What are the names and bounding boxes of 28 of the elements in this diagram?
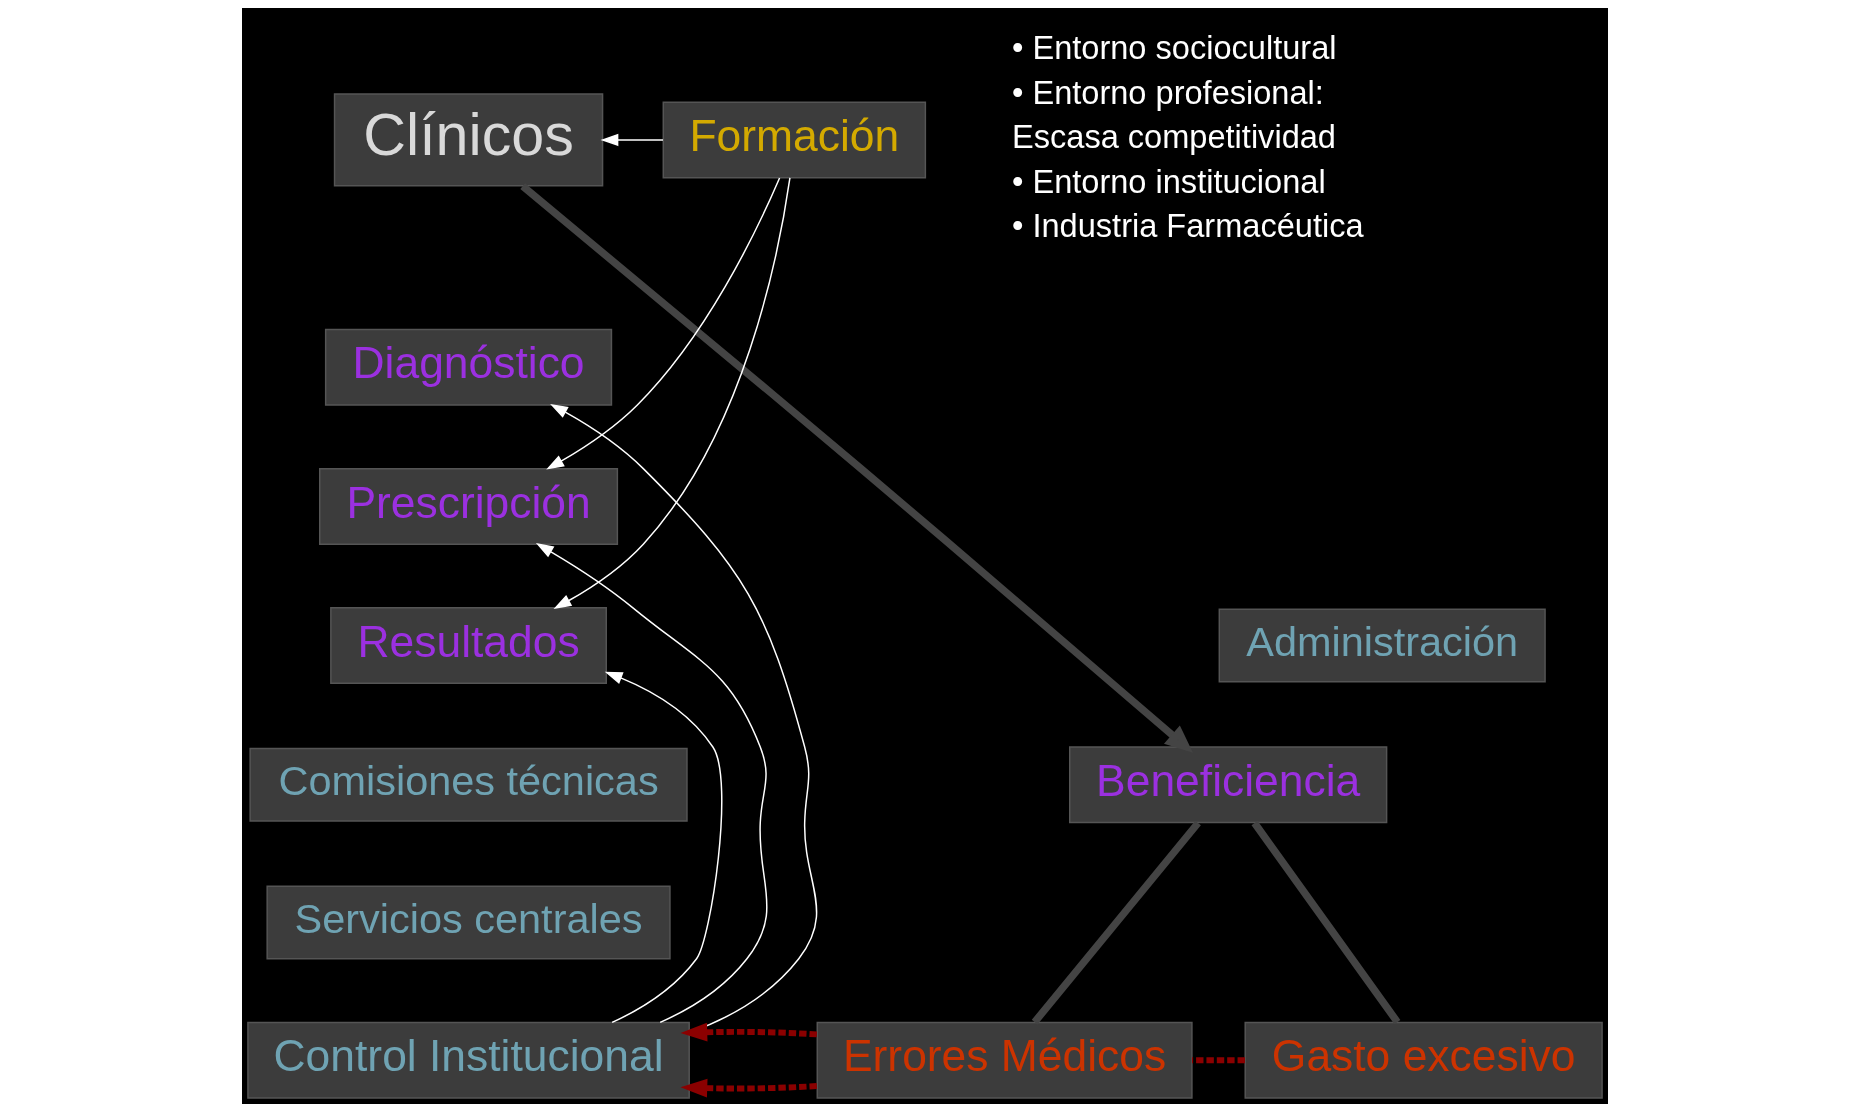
arrow (519, 183, 1193, 753)
arrow (553, 177, 791, 609)
connector (1031, 820, 1201, 1025)
node-box: Control Institucional (246, 1021, 690, 1099)
arrow (600, 133, 664, 147)
label: • Entorno institucional (1011, 163, 1326, 200)
node-box: Prescripción (318, 467, 618, 545)
arrow (535, 543, 768, 1024)
label: • Entorno sociocultural (1011, 30, 1337, 67)
node-box: Formación (662, 101, 926, 179)
arrow (680, 1078, 817, 1098)
connector (1191, 1057, 1245, 1064)
node-box: Clínicos (333, 93, 603, 187)
label: Escasa competitividad (1011, 119, 1336, 156)
arrow (680, 1022, 817, 1042)
node-box: Resultados (329, 607, 607, 685)
label: • Entorno profesional: (1011, 74, 1324, 111)
node-box: Comisiones técnicas (248, 747, 688, 822)
arrow (545, 177, 780, 470)
node-box: Beneficiencia (1068, 746, 1387, 824)
connector (1251, 820, 1400, 1025)
arrow (604, 671, 722, 1024)
node-box: Servicios centrales (265, 885, 671, 960)
node-box: Errores Médicos (816, 1021, 1193, 1099)
node-box: Diagnóstico (324, 328, 612, 406)
node-box: Gasto excesivo (1243, 1021, 1603, 1099)
node-box: Administración (1218, 608, 1546, 683)
label: • Industria Farmacéutica (1011, 208, 1364, 245)
